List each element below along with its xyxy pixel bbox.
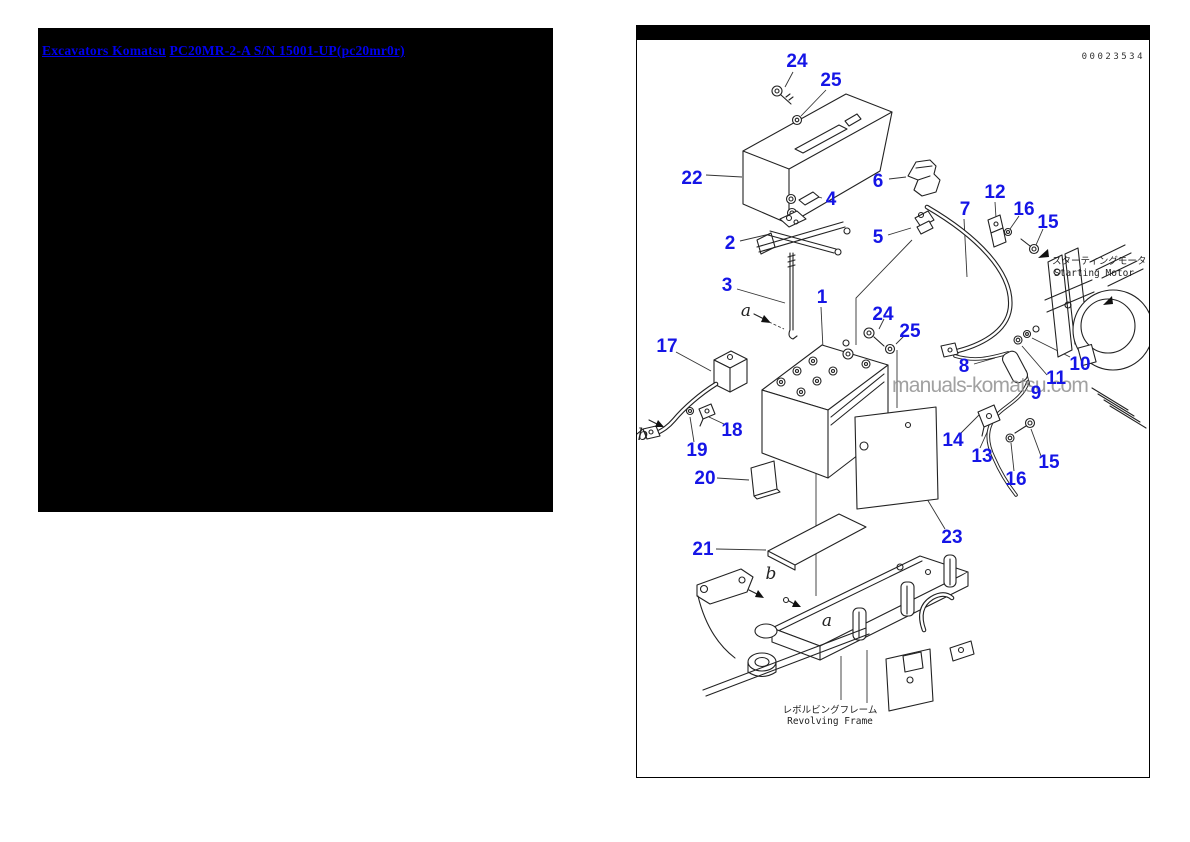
- part-washer-25-top: [791, 114, 803, 126]
- part-plate-21: [767, 513, 867, 571]
- callout-4: 4: [825, 189, 837, 211]
- part-washer-10: [1022, 329, 1032, 339]
- view-label-b-frame: b: [766, 564, 777, 584]
- callout-18: 18: [721, 420, 743, 442]
- callout-7: 7: [959, 199, 971, 221]
- part-cable-8: [940, 325, 1040, 497]
- callout-5: 5: [872, 227, 884, 249]
- leader-lines: [675, 71, 1071, 703]
- left-black-panel: Excavators Komatsu PC20MR-2-A S/N 15001-…: [38, 28, 553, 512]
- view-arrows: [648, 313, 801, 607]
- callout-15: 15: [1038, 452, 1060, 474]
- part-terminal-clamp-5: [914, 210, 935, 235]
- callout-25: 25: [899, 321, 921, 343]
- breadcrumb: Excavators Komatsu PC20MR-2-A S/N 15001-…: [38, 28, 553, 59]
- part-clamp-frame-2: [756, 210, 851, 256]
- breadcrumb-link-model[interactable]: PC20MR-2-A S/N 15001-UP(pc20mr0r): [169, 43, 405, 58]
- part-bolt-24-battery: [863, 327, 885, 347]
- callout-10: 10: [1069, 354, 1091, 376]
- part-cable-7: [924, 204, 1013, 355]
- callout-1: 1: [816, 287, 828, 309]
- exploded-parts-diagram: スターティングモータ Starting Motor レボルビングフレーム Rev…: [637, 71, 1149, 727]
- part-clamp-18: [698, 403, 716, 427]
- callout-3: 3: [721, 275, 733, 297]
- part-panel-23: [854, 406, 939, 510]
- callout-24: 24: [872, 304, 894, 326]
- callout-20: 20: [694, 468, 716, 490]
- part-bolt-15-lower: [1014, 417, 1036, 434]
- callout-16: 16: [1013, 199, 1035, 221]
- view-label-a-top: a: [741, 301, 751, 321]
- figure-number: 00023534: [1081, 52, 1145, 62]
- part-nut-16-lower: [1005, 433, 1015, 443]
- label-starting-motor-jp: スターティングモータ: [1052, 255, 1146, 267]
- callout-11: 11: [1045, 368, 1067, 390]
- part-plate-20: [750, 460, 781, 500]
- callout-2: 2: [724, 233, 736, 255]
- callout-24: 24: [786, 51, 808, 73]
- view-label-a-frame: a: [822, 611, 832, 631]
- part-bolt-15-upper: [1020, 238, 1040, 255]
- callout-23: 23: [941, 527, 963, 549]
- part-rod-3: [787, 252, 798, 340]
- part-boot-9: [1001, 350, 1029, 384]
- part-starting-motor: [1038, 244, 1149, 429]
- callout-6: 6: [872, 171, 884, 193]
- parts-diagram-panel: 00023534: [636, 25, 1150, 778]
- view-label-b-left: b: [638, 425, 649, 445]
- callout-19: 19: [686, 440, 708, 462]
- callout-17: 17: [656, 336, 678, 358]
- callout-13: 13: [971, 446, 993, 468]
- callout-21: 21: [692, 539, 714, 561]
- part-nut-19: [685, 406, 695, 416]
- callout-15: 15: [1037, 212, 1059, 234]
- label-revolving-frame-jp: レボルビングフレーム: [783, 704, 878, 716]
- battery-terminals: [842, 339, 871, 369]
- callout-8: 8: [958, 356, 970, 378]
- part-washer-16-upper: [1003, 227, 1013, 237]
- callout-12: 12: [984, 182, 1006, 204]
- part-battery-cover: [742, 93, 893, 225]
- part-bolt-24-top: [771, 85, 794, 105]
- battery-cell-caps: [776, 356, 838, 397]
- callout-25: 25: [820, 70, 842, 92]
- label-revolving-frame-en: Revolving Frame: [787, 716, 873, 727]
- callout-16: 16: [1005, 469, 1027, 491]
- watermark: manuals-komatsu.com: [892, 374, 1089, 397]
- diagram-top-bar: [637, 26, 1149, 40]
- part-nut-11: [1013, 335, 1023, 345]
- part-cable-assembly-17: [637, 350, 748, 440]
- part-washer-25-battery: [884, 343, 896, 355]
- callout-9: 9: [1030, 383, 1042, 405]
- part-revolving-frame: [696, 554, 975, 712]
- part-bracket-12: [987, 214, 1007, 248]
- breadcrumb-link-category[interactable]: Excavators Komatsu: [42, 43, 166, 58]
- callout-14: 14: [942, 430, 964, 452]
- part-terminal-cover-6: [907, 159, 941, 197]
- callout-22: 22: [681, 168, 703, 190]
- label-starting-motor-en: Starting Motor: [1054, 268, 1134, 279]
- part-clamp-13-14: [977, 404, 1001, 437]
